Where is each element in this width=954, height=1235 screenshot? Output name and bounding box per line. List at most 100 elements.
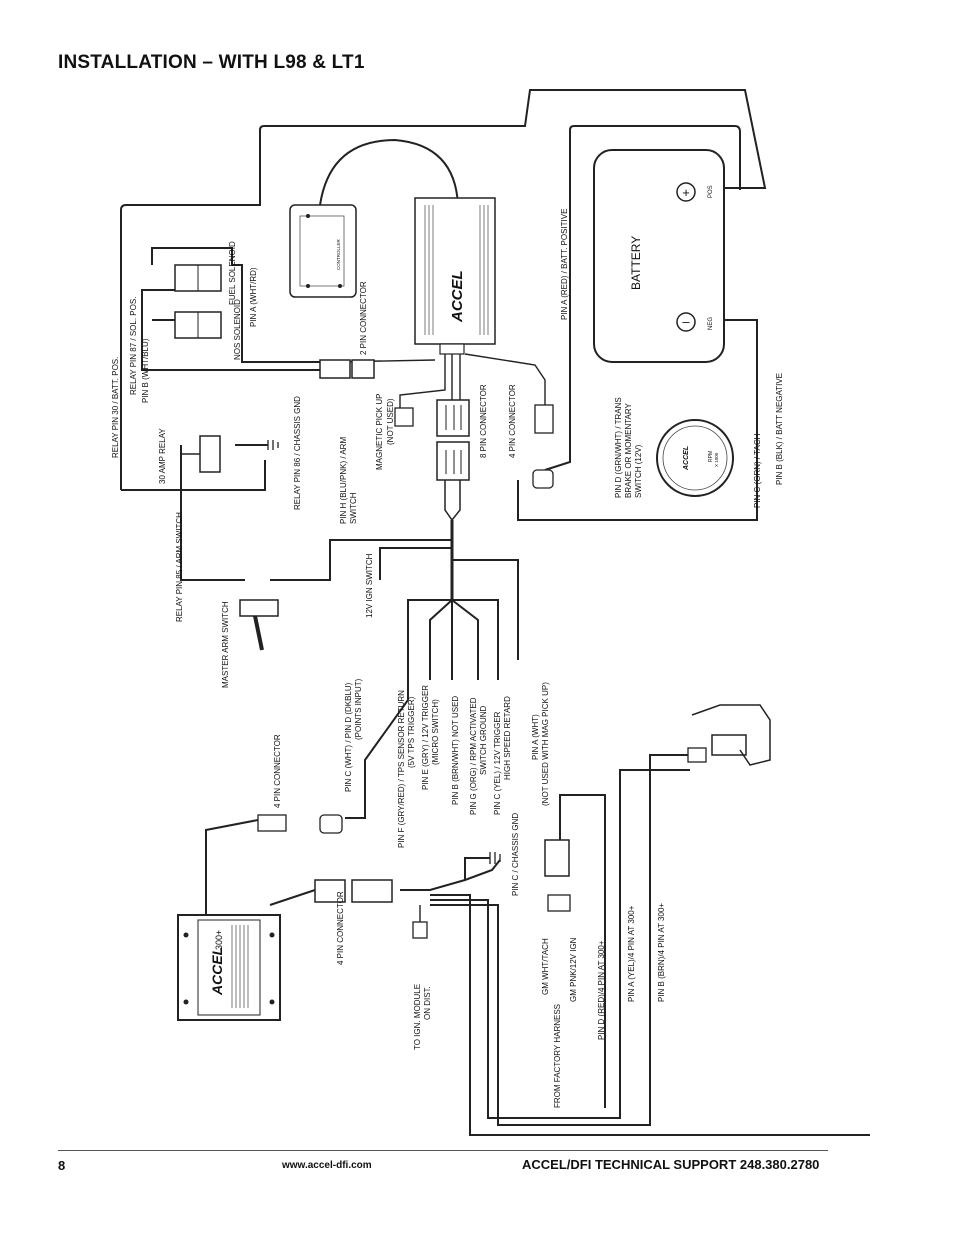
module-to-connector xyxy=(205,819,259,915)
label-nos-solenoid: NOS SOLENOID xyxy=(233,299,242,360)
controller-label: CONTROLLER xyxy=(336,238,341,270)
label-pin-h-2: SWITCH xyxy=(349,492,358,524)
battery-label: BATTERY xyxy=(629,236,643,290)
label-relay-pin-85: RELAY PIN 85 / ARM SWITCH xyxy=(175,512,184,622)
svg-text:+: + xyxy=(682,185,690,200)
four-pin-connector-mid xyxy=(257,814,287,832)
svg-text:–: – xyxy=(682,314,690,329)
module-300: 300+ xyxy=(214,930,224,950)
controller xyxy=(289,204,357,298)
label-pin-d-red: PIN D (RED)/4 PIN AT 300+ xyxy=(597,940,606,1040)
battery-pos-loop xyxy=(569,125,741,190)
batt-pos-wire xyxy=(120,89,767,490)
master-arm-switch xyxy=(239,599,279,617)
label-fuel-solenoid: FUEL SOLENOID xyxy=(228,241,237,305)
label-pin-a-wht-2: (NOT USED WITH MAG PICK UP) xyxy=(541,682,550,806)
ground-symbol-lower xyxy=(489,852,501,864)
label-master-arm: MASTER ARM SWITCH xyxy=(221,601,230,688)
label-pin-d-trans-2: BRAKE OR MOMENTARY xyxy=(624,403,633,498)
label-4pin-mid: 4 PIN CONNECTOR xyxy=(273,734,282,808)
tach-brand: ACCEL xyxy=(683,446,690,471)
pin-a-red-wire xyxy=(544,190,571,471)
label-gm-pnk: GM PNK/12V IGN xyxy=(569,937,578,1002)
ground-c xyxy=(464,857,490,880)
label-pin-b-wht-blu: PIN B (WHT/BLU) xyxy=(141,338,150,403)
eight-pin-connector-bottom xyxy=(436,441,470,481)
label-pin-c-yel-2: HIGH SPEED RETARD xyxy=(503,696,512,780)
label-pin-c-tach: PIN C (GRN) / TACH xyxy=(753,433,762,508)
label-pin-e-2: (MICRO SWITCH) xyxy=(431,699,440,765)
label-gm-wht-tach: GM WHT/TACH xyxy=(541,938,550,995)
factory-connectors xyxy=(691,704,771,766)
support-line: ACCEL/DFI TECHNICAL SUPPORT 248.380.2780 xyxy=(522,1157,820,1172)
battery-pos-label: POS xyxy=(708,185,714,198)
module-harness xyxy=(269,889,316,906)
tachometer xyxy=(656,419,734,497)
module-brand: ACCEL xyxy=(209,947,225,996)
label-pin-b-batt-neg: PIN B (BLK) / BATT NEGATIVE xyxy=(775,373,784,485)
label-pin-f-1: PIN F (GRY/RED) / TPS SENSOR RETURN xyxy=(397,690,406,848)
mag-pickup-down xyxy=(559,794,606,1108)
label-pin-c-dkblu-1: PIN C (WHT) / PIN D (DKBLU) xyxy=(344,682,353,792)
tach-rpm: RPM xyxy=(708,451,714,462)
relay-86-wire xyxy=(121,460,266,491)
label-8pin: 8 PIN CONNECTOR xyxy=(479,384,488,458)
label-4pin-top: 4 PIN CONNECTOR xyxy=(508,384,517,458)
label-relay-pin-87: RELAY PIN 87 / SOL. POS. xyxy=(129,297,138,395)
battery xyxy=(593,149,725,363)
label-relay-pin-86: RELAY PIN 86 / CHASSIS GND xyxy=(293,396,302,510)
battery-neg-terminal xyxy=(676,312,696,332)
label-pin-a-yel: PIN A (YEL)/4 PIN AT 300+ xyxy=(627,905,636,1002)
label-pin-c-chassis: PIN C / CHASSIS GND xyxy=(511,813,520,896)
label-mag-pickup-1: MAGNETIC PICK UP xyxy=(375,394,384,470)
points-input-wire xyxy=(345,699,409,819)
footer-rule xyxy=(58,1150,828,1151)
battery-pos-terminal xyxy=(676,182,696,202)
four-pin-connector-low xyxy=(314,879,346,903)
label-pin-a-wht-1: PIN A (WHT) xyxy=(531,714,540,760)
four-pin-connector-top xyxy=(534,404,554,434)
label-pin-d-trans-3: SWITCH (12V) xyxy=(634,444,643,498)
battery-neg-label: NEG xyxy=(708,317,714,330)
page-number: 8 xyxy=(58,1158,66,1173)
ignition-module-300 xyxy=(177,914,281,1021)
controller-cable xyxy=(319,138,459,206)
label-pin-b-brn: PIN B (BRN/WHT) NOT USED xyxy=(451,696,460,805)
label-pin-e-1: PIN E (GRY) / 12V TRIGGER xyxy=(421,685,430,790)
ground-symbol xyxy=(267,440,279,450)
label-mag-pickup-2: (NOT USED) xyxy=(386,398,395,445)
relay xyxy=(199,435,221,473)
label-pin-g-1: PIN G (ORG) / RPM ACTIVATED xyxy=(469,697,478,815)
mag-pickup-connector xyxy=(394,407,414,427)
label-pin-h-1: PIN H (BLU/PNK) / ARM xyxy=(339,437,348,524)
label-pin-a-batt-pos: PIN A (RED) / BATT. POSITIVE xyxy=(560,209,569,320)
label-pin-f-2: (5V TPS TRIGGER) xyxy=(407,696,416,768)
page-title: INSTALLATION – WITH L98 & LT1 xyxy=(58,52,365,73)
relay-85-wire xyxy=(180,445,245,581)
label-pin-c-dkblu-2: (POINTS INPUT) xyxy=(354,678,363,740)
label-12v-ign: 12V IGN SWITCH xyxy=(365,553,374,618)
harness-fan xyxy=(407,559,519,700)
label-relay-pin-30: RELAY PIN 30 / BATT. POS. xyxy=(111,357,120,458)
label-pin-g-2: SWITCH GROUND xyxy=(479,705,488,775)
label-2pin-connector: 2 PIN CONNECTOR xyxy=(359,281,368,355)
nos-wire xyxy=(152,264,320,363)
solenoid-harness xyxy=(141,289,320,371)
control-box-brand: ACCEL xyxy=(449,270,466,323)
mag-pickup-plug xyxy=(544,839,570,877)
label-from-factory: FROM FACTORY HARNESS xyxy=(553,1004,562,1108)
label-relay: 30 AMP RELAY xyxy=(158,428,167,484)
ign-12v-wire xyxy=(379,547,452,580)
label-pin-a-wht-rd: PIN A (WHT/RD) xyxy=(249,267,258,327)
batt-neg-wire xyxy=(517,319,758,521)
website-link[interactable]: www.accel-dfi.com xyxy=(282,1160,372,1171)
label-ign-module-2: ON DIST. xyxy=(423,986,432,1020)
tach-scale: X 1000 xyxy=(714,452,719,467)
arm-switch-wire xyxy=(270,539,452,581)
label-4pin-low: 4 PIN CONNECTOR xyxy=(336,891,345,965)
fuel-solenoid-wire xyxy=(151,247,233,265)
label-ign-module-1: TO IGN. MODULE xyxy=(413,984,422,1050)
label-pin-c-yel-1: PIN C (YEL) / 12V TRIGGER xyxy=(493,711,502,815)
label-pin-b-brn-300: PIN B (BRN)/4 PIN AT 300+ xyxy=(657,903,666,1002)
